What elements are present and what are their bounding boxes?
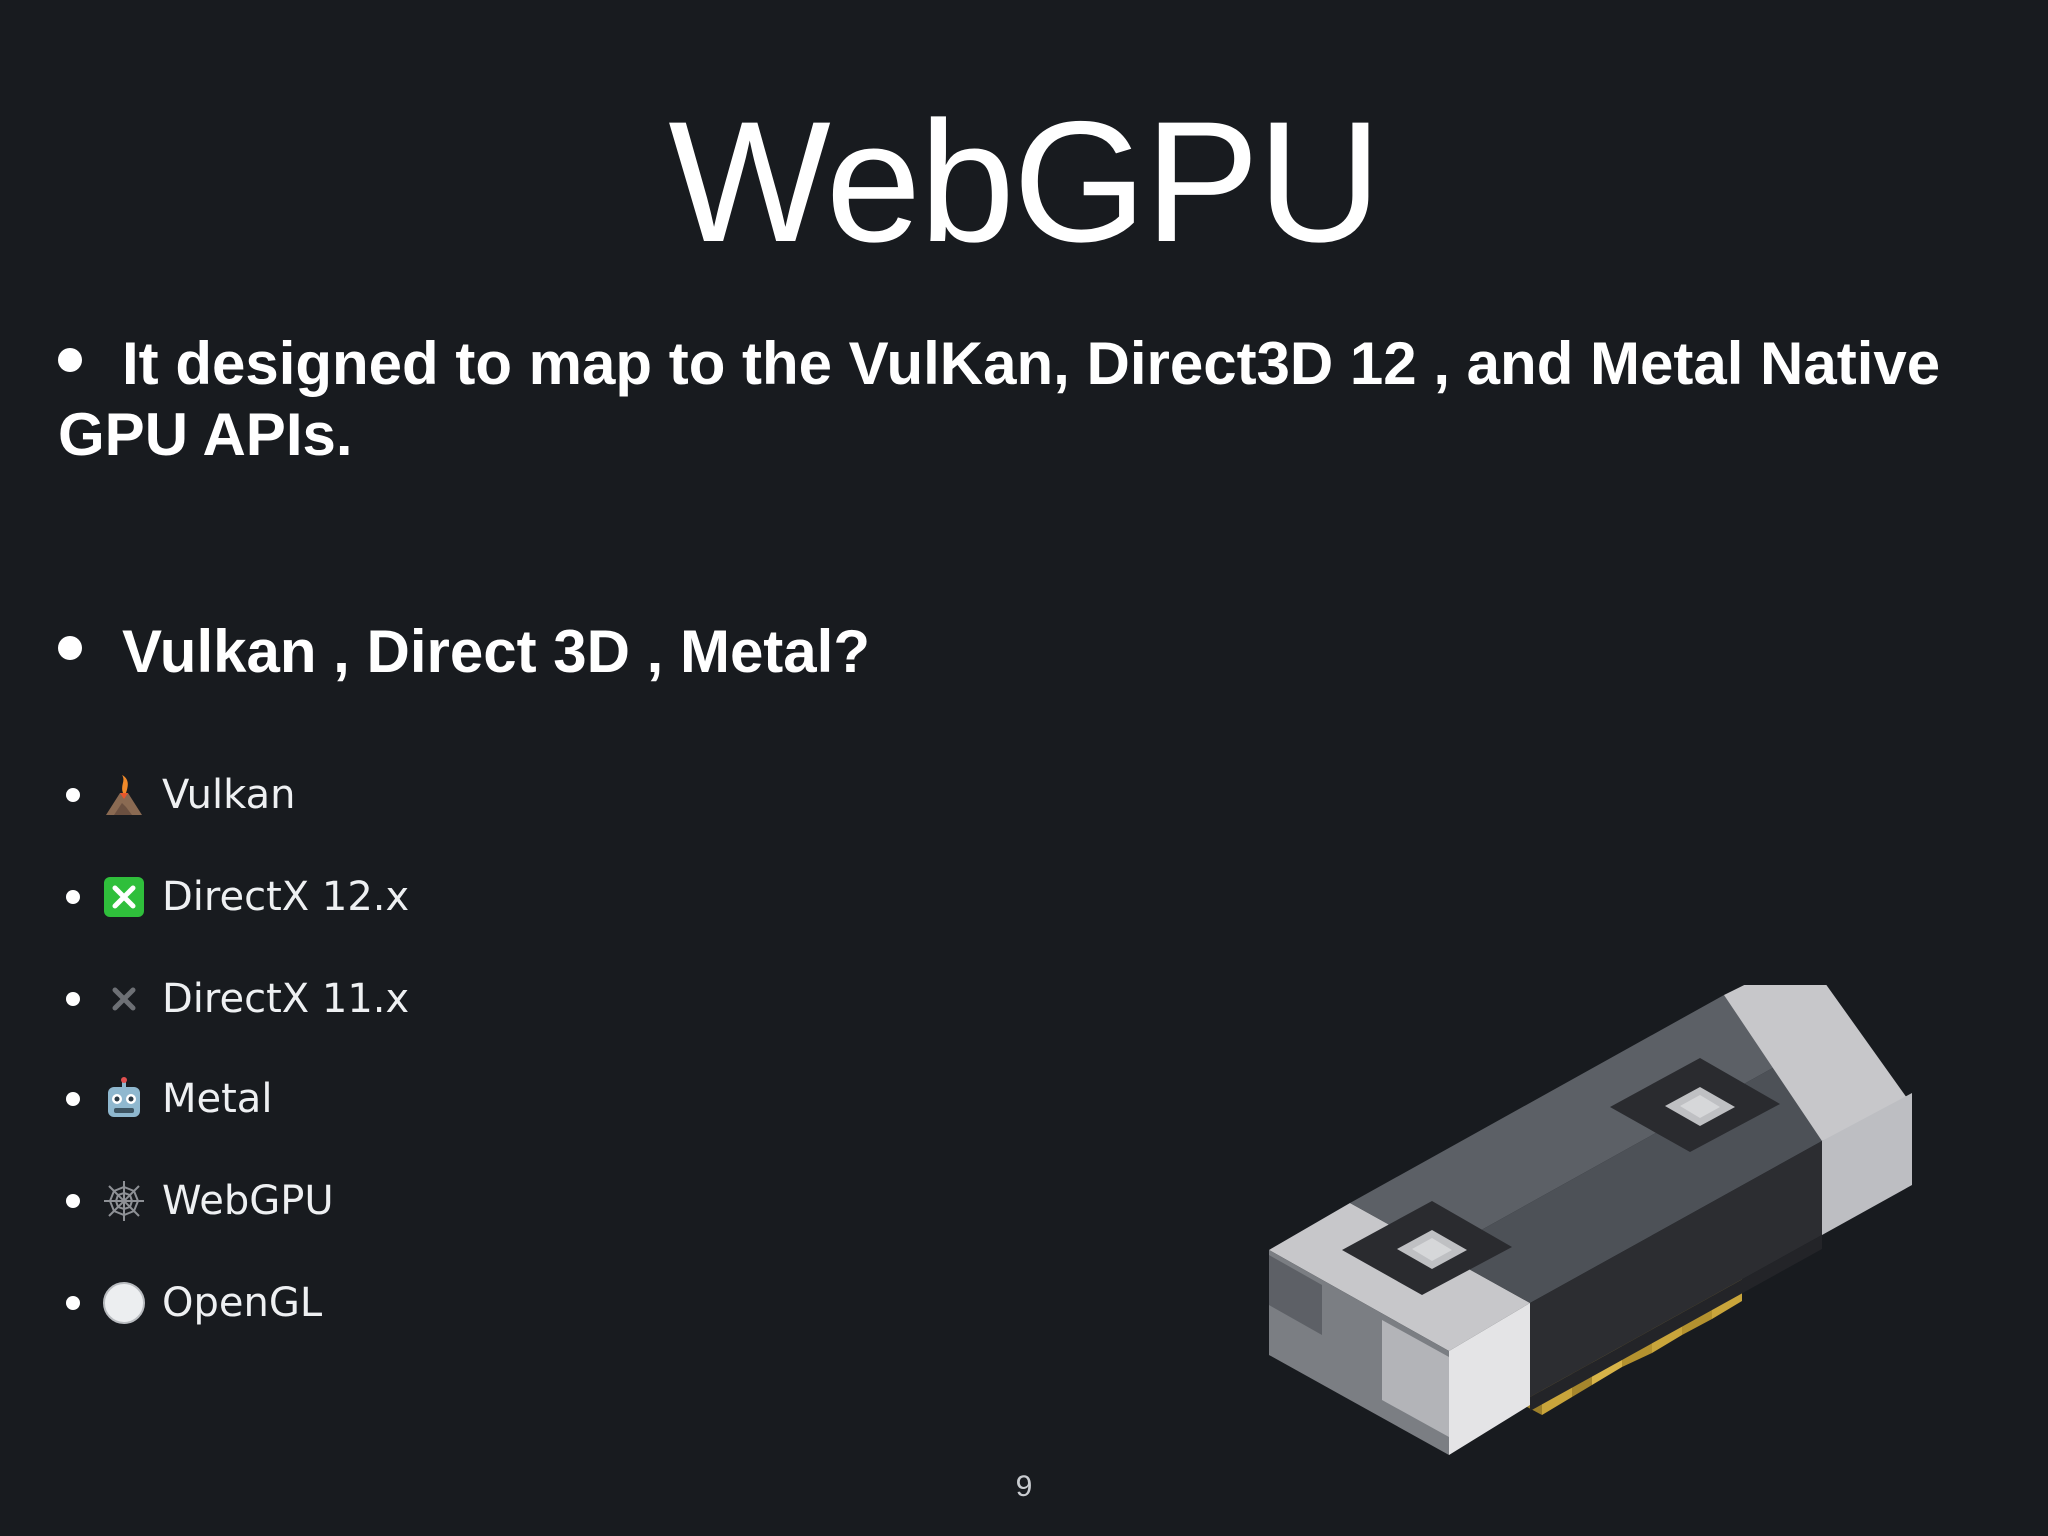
green-x-icon bbox=[102, 875, 146, 919]
list-bullet bbox=[66, 1092, 80, 1106]
api-list-item-vulkan: Vulkan bbox=[66, 760, 666, 830]
bullet-dot bbox=[58, 348, 82, 372]
chip-body-side bbox=[1530, 1141, 1822, 1397]
volcano-icon bbox=[102, 773, 146, 817]
api-list-item-webgpu: WebGPU bbox=[66, 1166, 666, 1236]
chip-pad-left bbox=[1342, 1201, 1512, 1295]
robot-icon bbox=[102, 1077, 146, 1121]
bullet-item-1: It designed to map to the VulKan, Direct… bbox=[58, 328, 2018, 470]
chip-pad-right bbox=[1610, 1058, 1780, 1152]
white-circle-icon bbox=[102, 1281, 146, 1325]
list-bullet bbox=[66, 1194, 80, 1208]
bullet-item-2: Vulkan , Direct 3D , Metal? bbox=[58, 616, 2018, 687]
bullet-text: Vulkan , Direct 3D , Metal? bbox=[122, 618, 870, 685]
bullet-text: It designed to map to the VulKan, Direct… bbox=[58, 330, 1941, 468]
chip-end-left-side bbox=[1449, 1303, 1530, 1455]
list-bullet bbox=[66, 992, 80, 1006]
chip-end-right-top bbox=[1724, 985, 1912, 1141]
slide-title: WebGPU bbox=[668, 86, 1381, 278]
list-bullet bbox=[66, 890, 80, 904]
api-list-label: DirectX 12.x bbox=[162, 874, 410, 920]
list-bullet bbox=[66, 1296, 80, 1310]
api-list-item-directx11: DirectX 11.x bbox=[66, 964, 666, 1034]
bullet-dot bbox=[58, 636, 82, 660]
api-list-item-directx12: DirectX 12.x bbox=[66, 862, 666, 932]
page-number: 9 bbox=[1015, 1470, 1033, 1503]
chip-illustration bbox=[1269, 985, 1912, 1455]
api-list-item-metal: Metal bbox=[66, 1064, 666, 1134]
api-list-label: OpenGL bbox=[162, 1280, 323, 1326]
api-list-label: Metal bbox=[162, 1076, 273, 1122]
api-list-label: Vulkan bbox=[162, 772, 296, 818]
spider-web-icon bbox=[102, 1179, 146, 1223]
list-bullet bbox=[66, 788, 80, 802]
api-list-label: DirectX 11.x bbox=[162, 976, 410, 1022]
api-list-label: WebGPU bbox=[162, 1178, 334, 1224]
api-list-item-opengl: OpenGL bbox=[66, 1268, 666, 1338]
gray-x-icon bbox=[102, 977, 146, 1021]
